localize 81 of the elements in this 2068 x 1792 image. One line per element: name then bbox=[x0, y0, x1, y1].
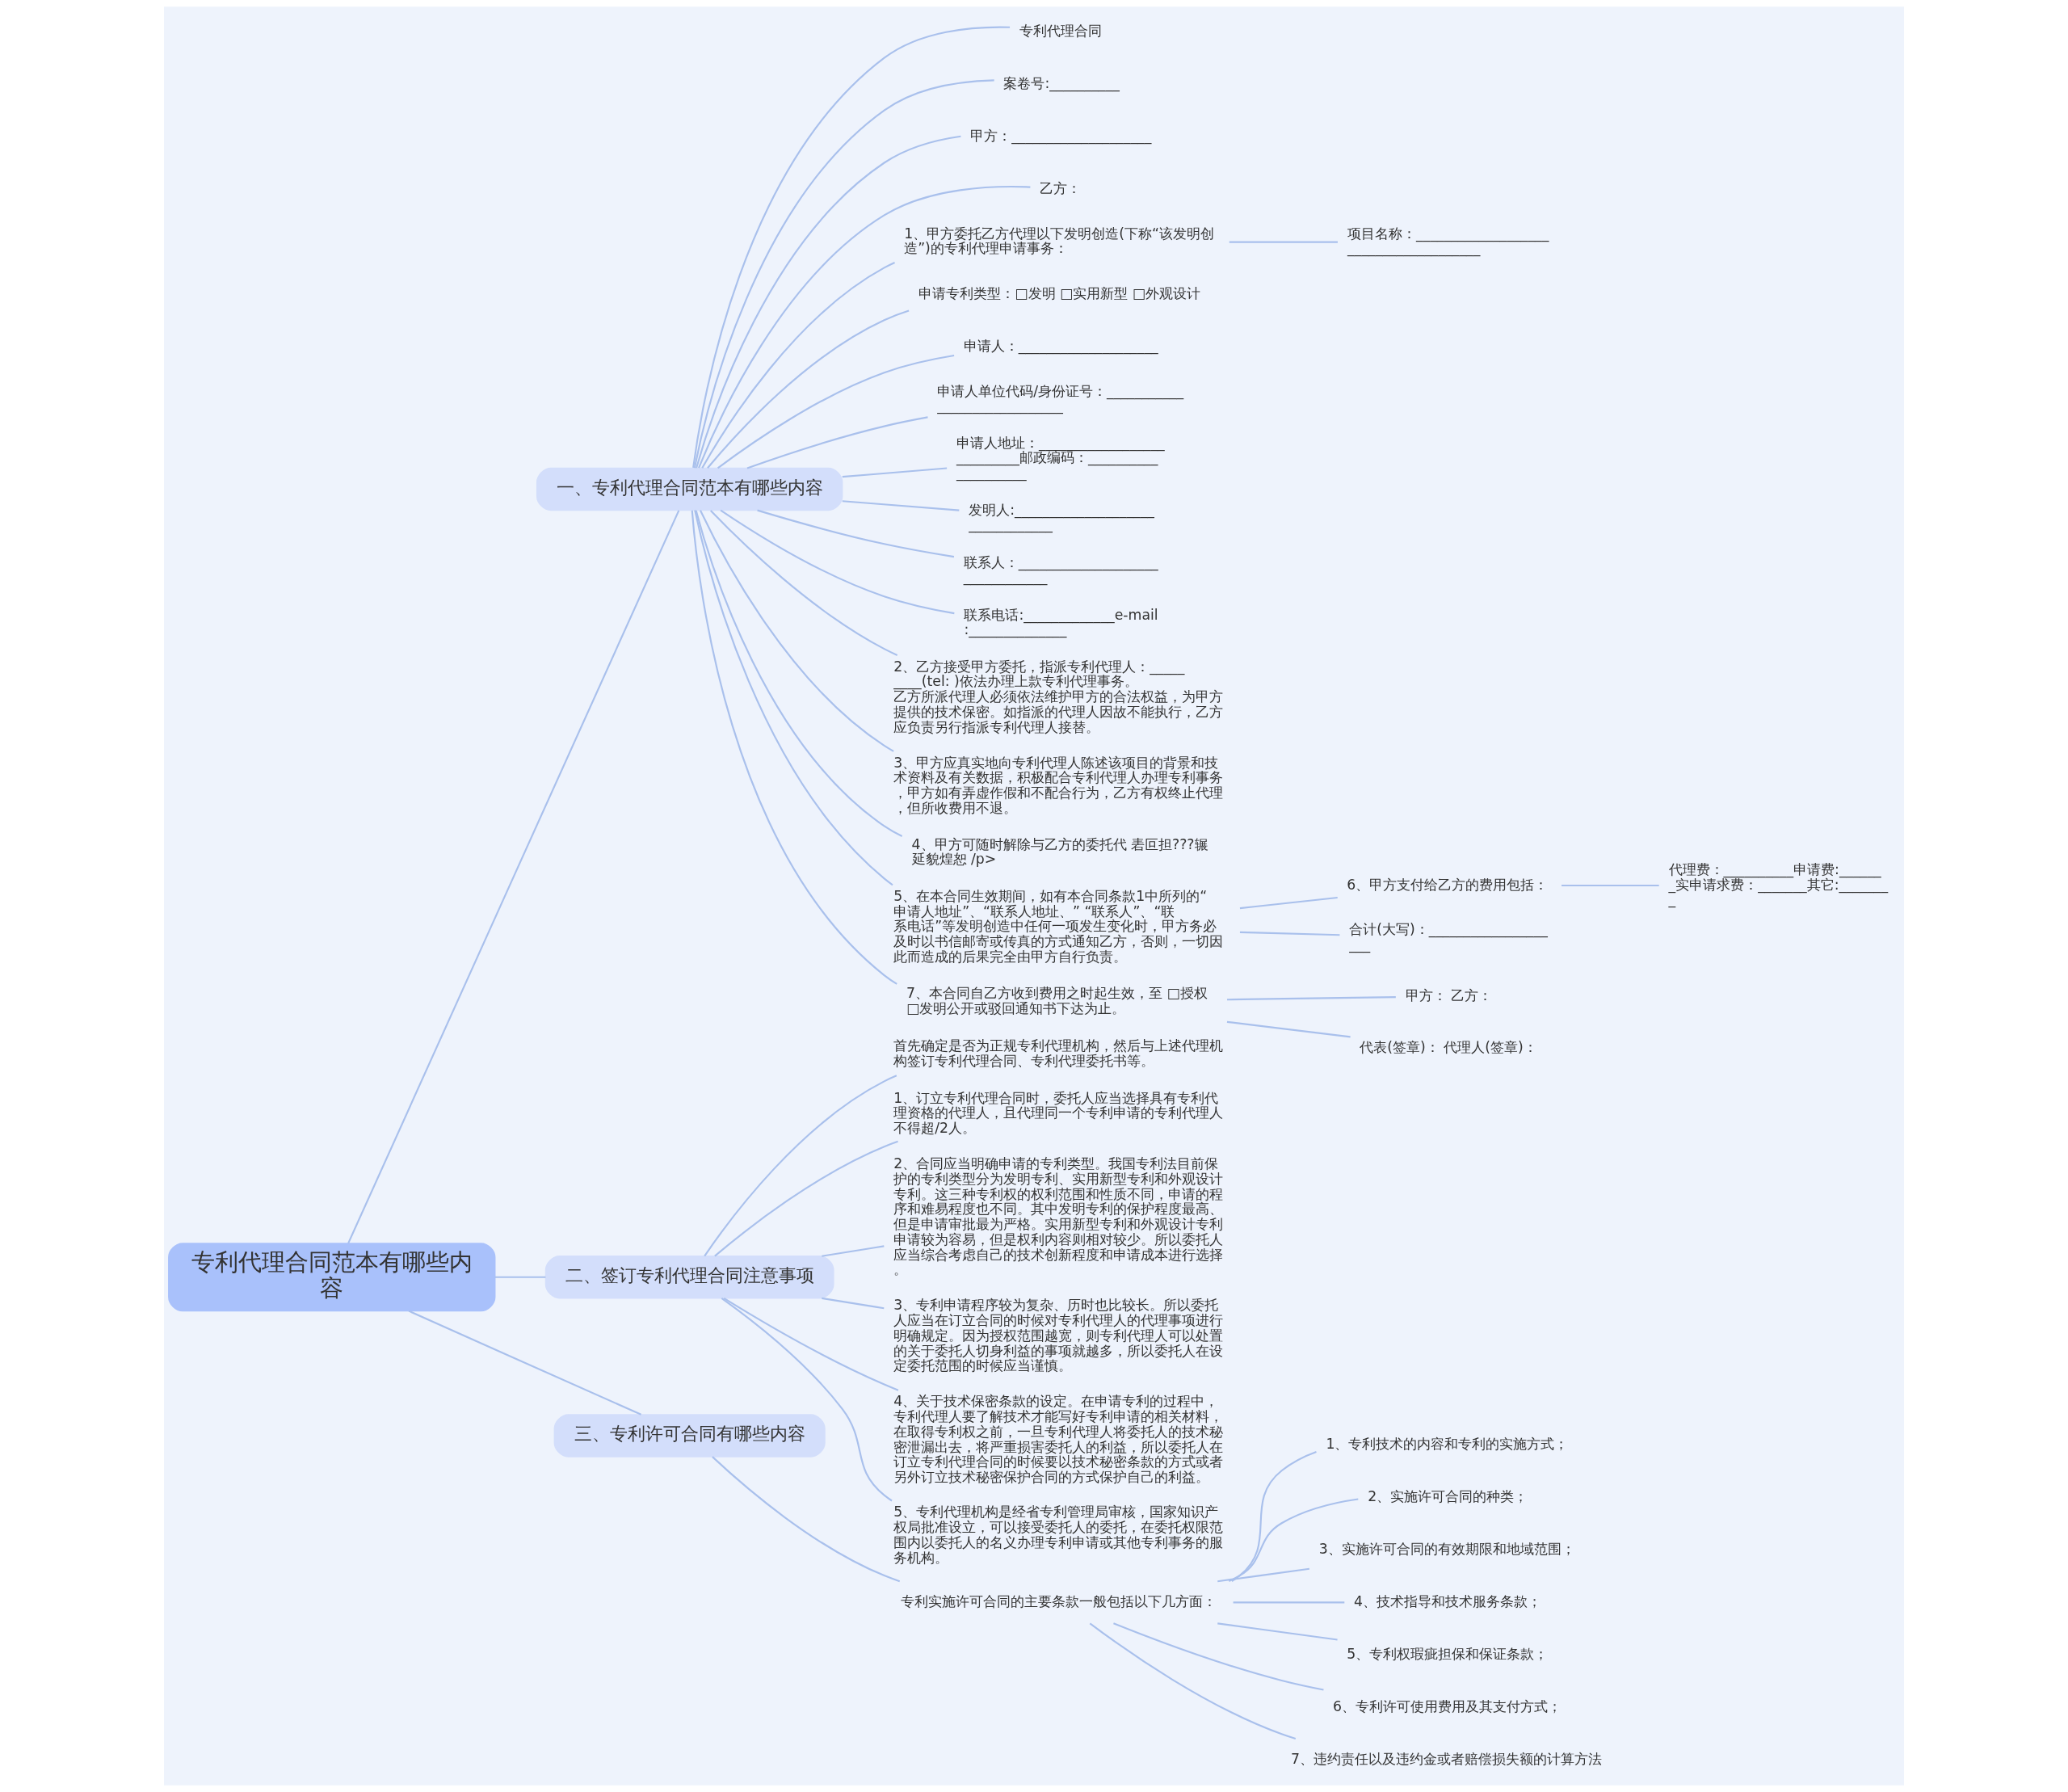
connector bbox=[822, 1297, 885, 1310]
connector bbox=[1233, 1601, 1345, 1604]
node-text: 专利实施许可合同的主要条款一般包括以下几方面： bbox=[900, 1592, 1217, 1609]
node-text: 3、专利申请程序较为复杂、历时也比较长。所以委托人应当在订立合同的时候对专利代理人的代理事项进行明确规定。因为授权范围越宽，则专利代理人可以处置的关于委托人切身利益的事项就越多，所以委托人在设定委托范围的时候应当谨慎。 bbox=[893, 1297, 1224, 1374]
node-box: 二、签订专利代理合同注意事项 bbox=[544, 1256, 834, 1299]
node-text: 代理费：__________申请费:_______实申请求费：_______其它:________ bbox=[1668, 860, 1889, 908]
connector bbox=[1562, 884, 1659, 887]
connector bbox=[696, 135, 961, 469]
node-text: 申请人单位代码/身份证号：_____________________________ bbox=[937, 382, 1184, 414]
connector bbox=[707, 309, 910, 469]
connector bbox=[822, 1245, 885, 1257]
node-text: 项目名称：______________________________________ bbox=[1347, 225, 1549, 257]
node-text: 联系人：________________________________ bbox=[963, 553, 1158, 586]
connector bbox=[720, 509, 955, 615]
node-text: 申请人：____________________ bbox=[963, 337, 1158, 354]
connector bbox=[1239, 931, 1340, 936]
node-text: 5、在本合同生效期间，如有本合同条款1中所列的“申请人地址”、“联系人地址、” “联系人”、“联系电话”等发明创造中任何一项发生变化时，甲方务必及时以书信邮寄或传真的方式通知乙方，否则，一切因此而造成的后果完全由甲方自行负责。 bbox=[893, 887, 1224, 965]
connector bbox=[1217, 1567, 1310, 1583]
node-text: 5、专利权瑕疵担保和保证条款； bbox=[1347, 1645, 1549, 1662]
node-text: 1、甲方委托乙方代理以下发明创造(下称“该发明创造”)的专利代理申请事务： bbox=[904, 225, 1214, 257]
node-text: 4、技术指导和技术服务条款； bbox=[1354, 1592, 1542, 1609]
node-box: 专利代理合同范本有哪些内容 bbox=[168, 1243, 496, 1312]
connector bbox=[842, 467, 948, 478]
connector bbox=[710, 510, 898, 656]
node-text: 乙方： bbox=[1040, 180, 1082, 197]
node-text: 3、甲方应真实地向专利代理人陈述该项目的背景和技术资料及有关数据，积极配合专利代理人办理专利事务，甲方如有弄虚作假和不配合行为，乙方有权终止代理，但所收费用不退。 bbox=[893, 754, 1224, 816]
connector bbox=[701, 261, 895, 469]
connector bbox=[842, 500, 960, 511]
node-text: 4、甲方可随时解除与乙方的委托代 砉叵担???辗延貌煌恕 /p> bbox=[911, 835, 1208, 868]
node-text: 合计(大写)：____________________ bbox=[1349, 921, 1548, 953]
connector bbox=[700, 510, 894, 752]
node-text: 甲方： 乙方： bbox=[1405, 986, 1493, 1003]
node-text: 首先确定是否为正规专利代理机构，然后与上述代理机构签订专利代理合同、专利代理委托书等。 bbox=[893, 1037, 1224, 1070]
node-text: 3、实施许可合同的有效期限和地域范围； bbox=[1318, 1540, 1575, 1557]
connector bbox=[1231, 1451, 1317, 1583]
node-text: 申请专利类型：□发明 □实用新型 □外观设计 bbox=[918, 285, 1201, 302]
connector bbox=[695, 510, 903, 838]
connector bbox=[347, 510, 680, 1244]
node-box: 三、专利许可合同有哪些内容 bbox=[553, 1414, 826, 1458]
connector bbox=[712, 1456, 901, 1583]
node-text: 7、本合同自乙方收到费用之时起生效，至 □授权 □发明公开或驳回通知书下达为止。 bbox=[906, 985, 1208, 1017]
connector bbox=[721, 1297, 893, 1502]
connector bbox=[723, 1297, 899, 1391]
node-text: 2、实施许可合同的种类； bbox=[1368, 1487, 1528, 1504]
connector bbox=[1239, 896, 1338, 910]
node-text: 联系电话:_____________e-mail:______________ bbox=[964, 606, 1158, 638]
connector bbox=[408, 1310, 641, 1416]
connector bbox=[691, 510, 897, 985]
connector bbox=[714, 1140, 898, 1257]
node-text: 6、甲方支付给乙方的费用包括： bbox=[1347, 876, 1549, 893]
connector bbox=[717, 354, 955, 469]
node-text: 案卷号:__________ bbox=[1003, 75, 1120, 92]
node-text: 2、乙方接受甲方委托，指派专利代理人：_________(tel: )依法办理上款专利代理事务。乙方所派代理人必须依法维护甲方的合法权益，为甲方提供的技术保密。如指派的代理人因故不能执行，乙方应负责另行指派专利代理人接替。 bbox=[893, 658, 1224, 735]
connector bbox=[1226, 1020, 1351, 1038]
node-text: 甲方：____________________ bbox=[970, 128, 1152, 145]
connector bbox=[693, 79, 994, 469]
node-text: 申请人地址：___________________________邮政编码：____________________ bbox=[956, 434, 1165, 482]
node-text: 代表(签章)： 代理人(签章)： bbox=[1360, 1039, 1537, 1056]
node-text: 6、专利许可使用费用及其支付方式； bbox=[1333, 1697, 1562, 1714]
node-text: 发明人:________________________________ bbox=[969, 501, 1154, 533]
node-text: 2、合同应当明确申请的专利类型。我国专利法目前保护的专利类型分为发明专利、实用新型专利和外观设计专利。这三种专利权的权利范围和性质不同，申请的程序和难易程度也不同。其中发明专利的保护程度最高、但是申请审批最为严格。实用新型专利和外观设计专利申请较为容易，但是权利内容则相对较少。所以委托人应当综合考虑自己的技术创新程度和申请成本进行选择。 bbox=[893, 1155, 1224, 1278]
connector bbox=[1228, 1498, 1359, 1583]
node-text: 专利代理合同 bbox=[1019, 23, 1102, 40]
connector bbox=[1229, 241, 1338, 243]
node-text: 5、专利代理机构是经省专利管理局审核，国家知识产权局批准设立，可以接受委托人的委托，在委托权限范围内以委托人的名义办理专利申请或其他专利事务的服务机构。 bbox=[893, 1504, 1224, 1566]
node-text: 4、关于技术保密条款的设定。在申请专利的过程中，专利代理人要了解技术才能写好专利申请的相关材料，在取得专利权之前，一旦专利代理人将委托人的技术秘密泄漏出去，将严重损害委托人的利益，所以委托人在订立专利代理合同的时候要以技术秘密条款的方式或者另外订立技术秘密保护合同的方式保护自己的利益。 bbox=[893, 1393, 1224, 1486]
node-text: 7、违约责任以及违约金或者赔偿损失额的计算方法 bbox=[1291, 1750, 1603, 1767]
connector bbox=[1089, 1622, 1297, 1740]
node-text: 1、订立专利代理合同时，委托人应当选择具有专利代理资格的代理人，且代理同一个专利申请的专利代理人不得超/2人。 bbox=[893, 1089, 1224, 1137]
connector bbox=[746, 416, 928, 469]
connector bbox=[704, 1075, 897, 1257]
connector bbox=[1217, 1622, 1338, 1641]
connector bbox=[1226, 996, 1396, 1001]
connector bbox=[494, 1276, 546, 1278]
connector bbox=[692, 26, 1011, 469]
node-text: 1、专利技术的内容和专利的实施方式； bbox=[1326, 1436, 1569, 1452]
connector bbox=[698, 186, 1031, 469]
connector bbox=[694, 510, 893, 886]
connector bbox=[757, 509, 955, 558]
node-box: 一、专利代理合同范本有哪些内容 bbox=[536, 467, 843, 511]
connector bbox=[1113, 1622, 1324, 1691]
